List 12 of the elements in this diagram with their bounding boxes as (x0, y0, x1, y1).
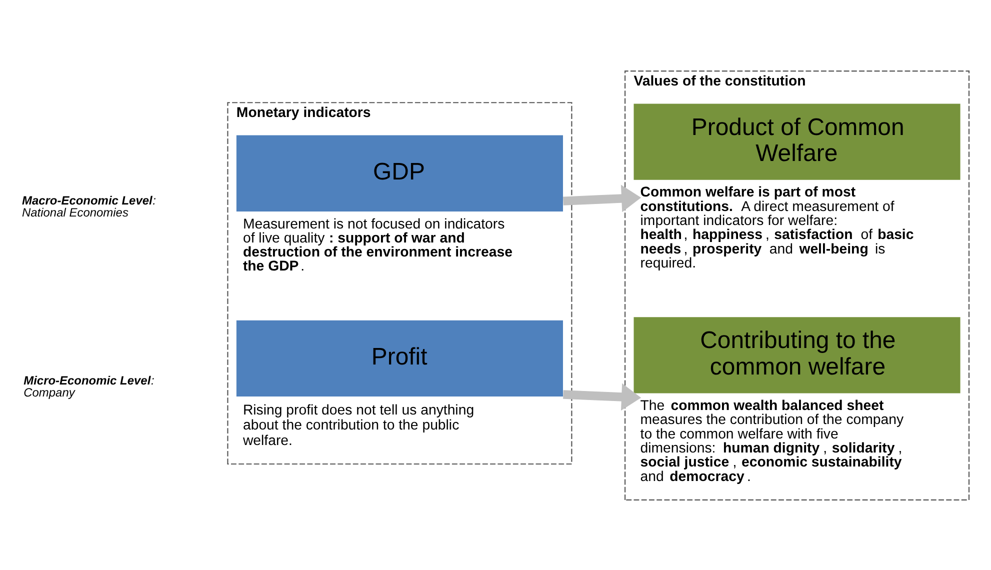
node-label: Common welfare is part of most constitutions. A direct measurement of important indicators for welfare: health, happiness, satisfaction of basic needs, prosperity and well-being is required. (640, 183, 914, 270)
node-box: Profit (236, 320, 563, 396)
node-box: Contributing to the common welfare (634, 316, 960, 393)
label: Macro-Economic Level: National Economies (22, 193, 156, 220)
arrow (563, 184, 642, 212)
node-label: Rising profit does not tell us anything about the contribution to the public welfare. (242, 400, 474, 448)
node-label: Measurement is not focused on indicators of live quality: support of war and destruction of the environment increase the GDP. (242, 214, 512, 274)
node-box: GDP (236, 134, 563, 211)
label: Micro-Economic Level: Company (24, 372, 154, 399)
node-box: Product of Common Welfare (634, 103, 960, 180)
node-label: The common wealth balanced sheet measures the contribution of the company to the common welfare with five dimensions: human dignity, solidarity, social justice, economic sustainability and democracy. (640, 396, 904, 484)
arrow (563, 382, 642, 410)
